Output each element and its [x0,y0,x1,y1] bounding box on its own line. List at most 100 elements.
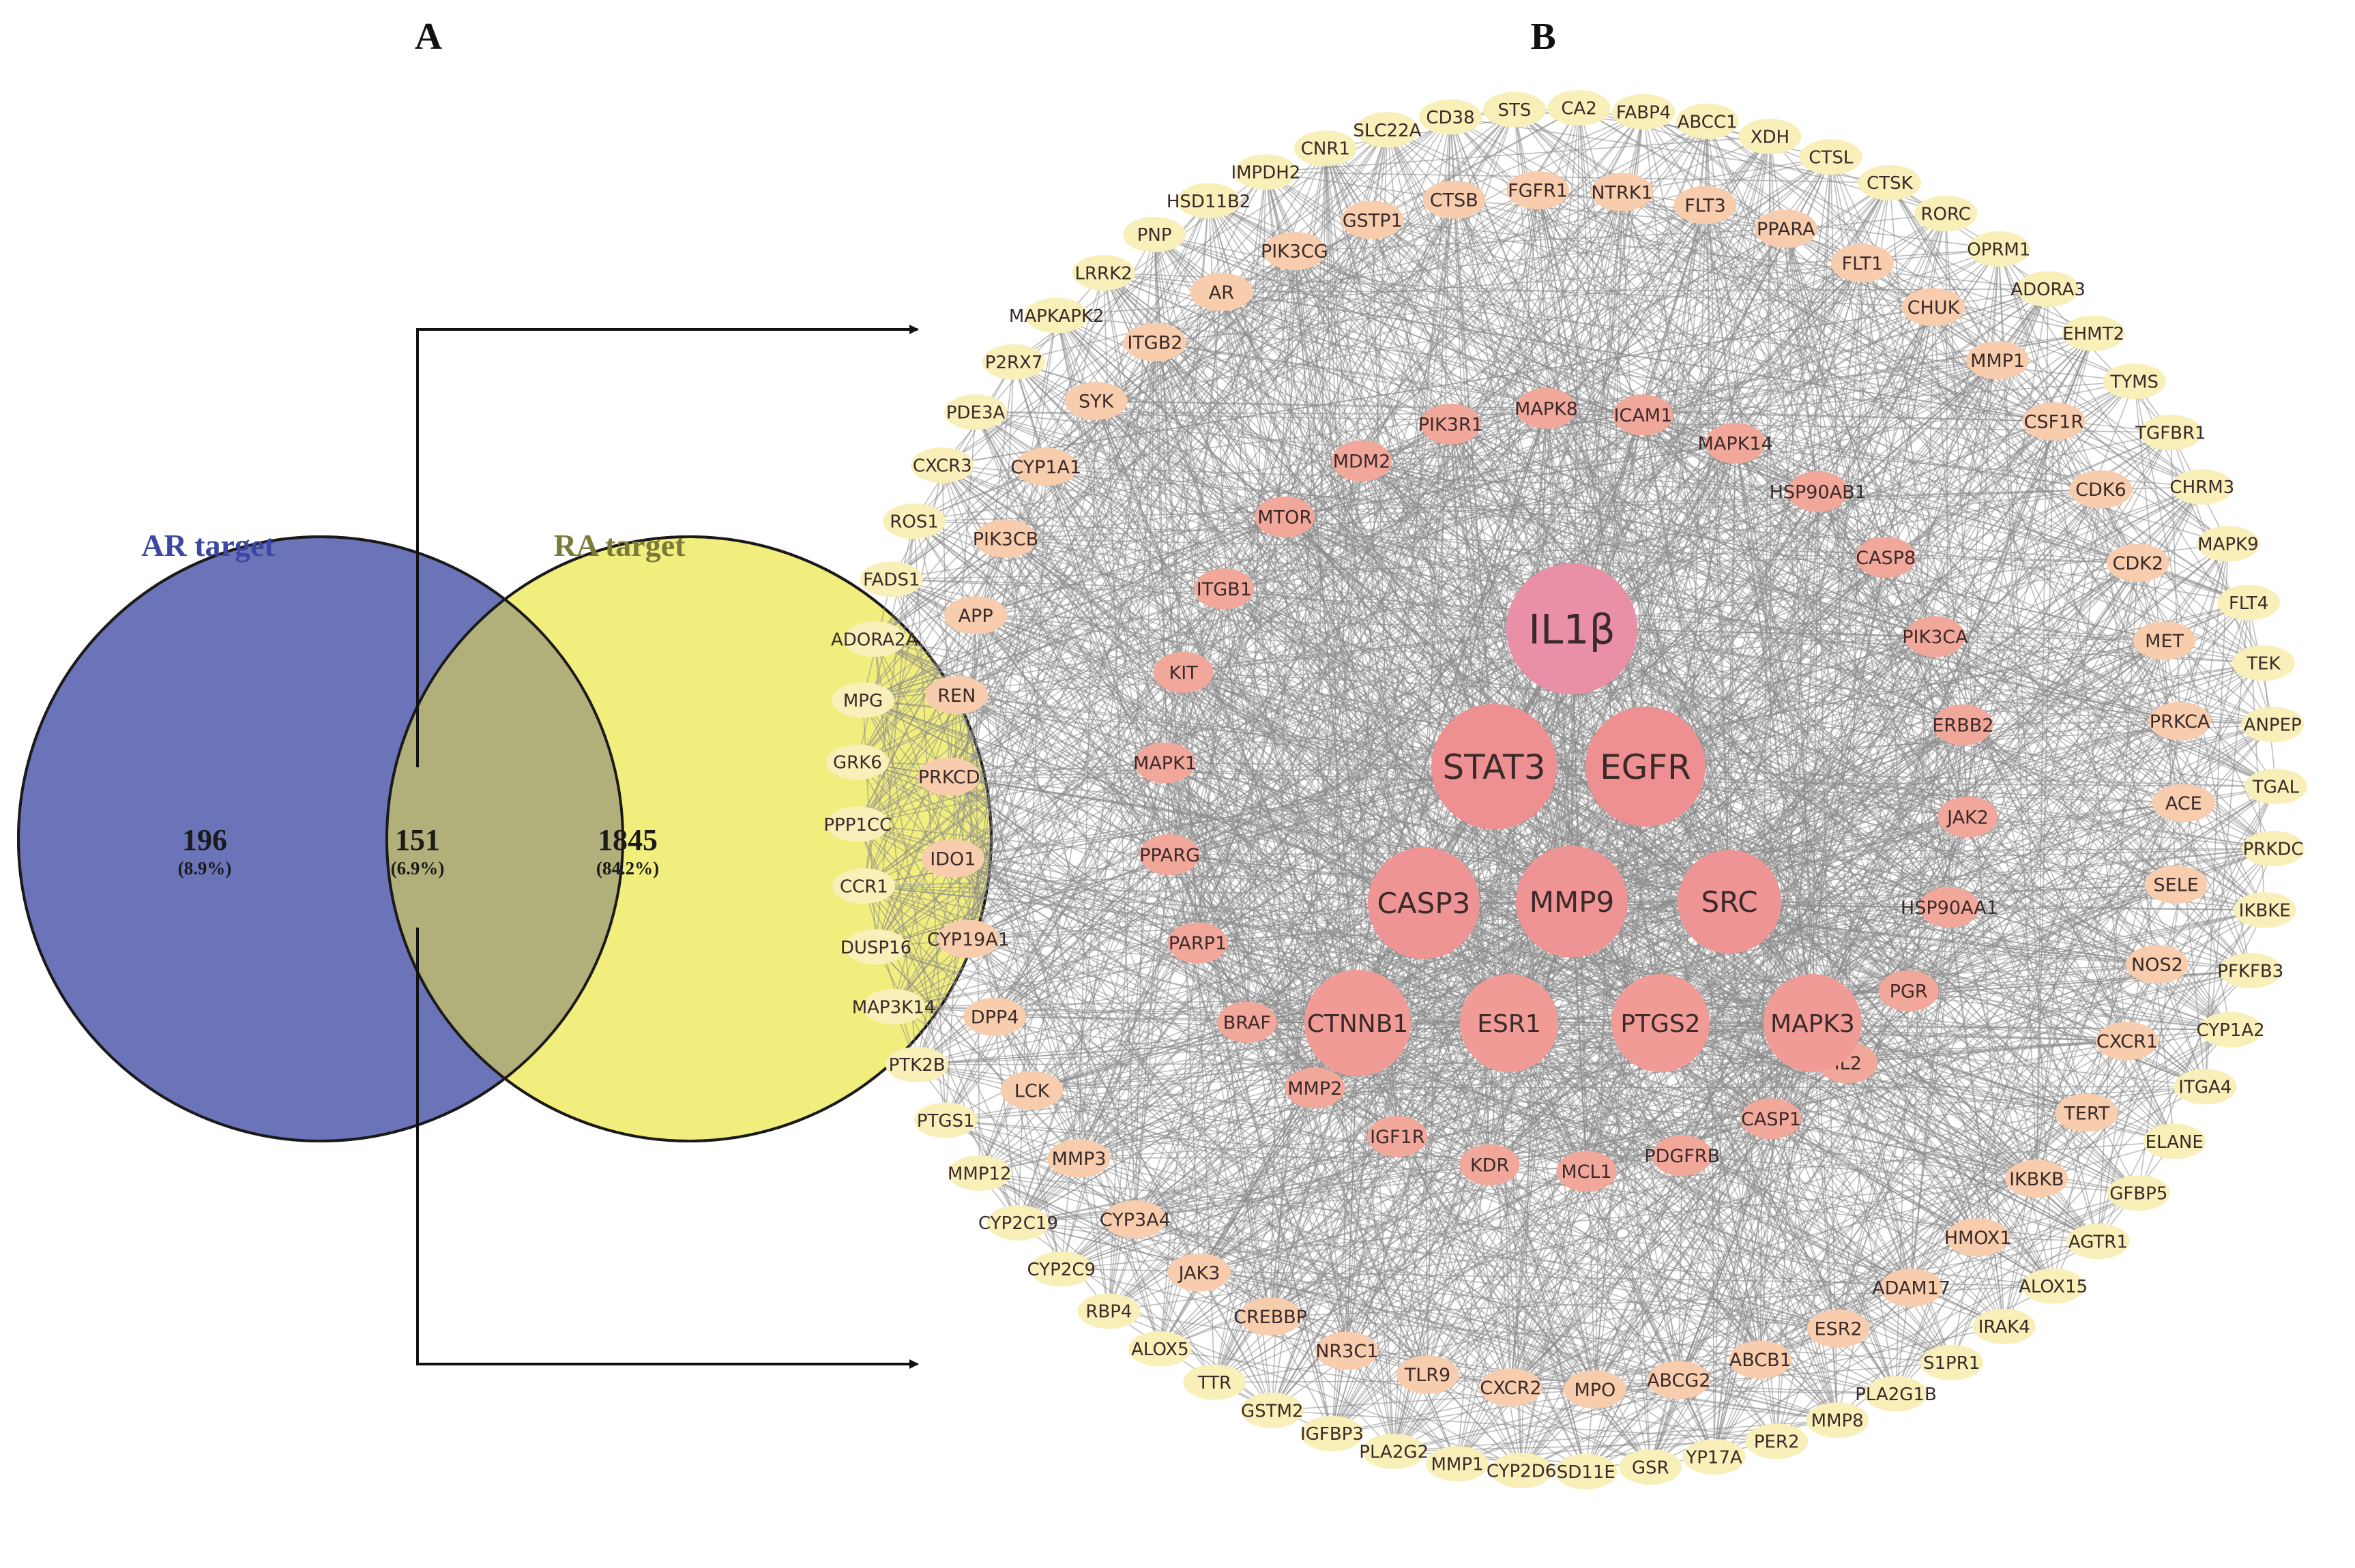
node-jak2: JAK2 [1937,796,1998,838]
node-label: CHUK [1907,297,1961,319]
node-label: ABCC1 [1678,112,1738,132]
node-circle [1153,651,1214,693]
node-app: APP [944,596,1008,635]
node-circle [2005,1159,2068,1198]
node-label: ADORA3 [2010,280,2086,300]
node-circle [1619,1449,1682,1485]
node-label: IRAK4 [1978,1317,2030,1337]
node-circle [944,394,1008,430]
node-ren: REN [925,676,989,715]
node-label: CSF1R [2024,412,2083,433]
node-label: JAK3 [1178,1262,1220,1284]
node-circle [2244,769,2307,805]
node-hsp90ab1: HSP90AB1 [1770,471,1867,512]
node-label: IGF1R [1370,1127,1424,1148]
node-mpo: MPO [1563,1370,1626,1409]
node-pik3cg: PIK3CG [1261,232,1328,270]
node-circle [1460,974,1558,1072]
node-circle [1431,704,1557,829]
node-flt4: FLT4 [2217,585,2281,621]
node-circle [1946,1218,2010,1257]
node-sts: STS [1483,91,1546,128]
node-circle [1422,180,1486,219]
node-circle [1516,387,1577,429]
node-circle [1611,974,1710,1072]
node-circle [1676,103,1739,139]
node-circle [1025,297,1088,334]
node-label: PLA2G1B [1855,1385,1937,1405]
node-label: CXCR1 [2096,1031,2158,1052]
node-abcb1: ABCB1 [1729,1340,1792,1379]
node-label: PIK3CB [973,529,1039,550]
node-ccr1: CCR1 [832,868,896,904]
node-label: CTSL [1809,148,1854,168]
node-label: CTSK [1867,173,1914,194]
node-label: YP17A [1685,1447,1742,1468]
node-circle [1856,537,1916,578]
node-label: OPRM1 [1967,240,2030,261]
panel-label-b: B [1530,16,1555,58]
node-lck: LCK [1000,1071,1064,1110]
node-egfr: EGFR [1585,707,1706,827]
node-label: SELE [2154,875,2199,896]
node-circle [1729,1340,1792,1379]
node-igfbp3: IGFBP3 [1300,1415,1364,1451]
node-label: MAPK3 [1770,1010,1855,1038]
node-chuk: CHUK [1902,288,1965,327]
node-circle [1356,112,1419,148]
node-circle [2055,1093,2118,1132]
node-circle [1878,970,1939,1011]
node-alox15: ALOX15 [2019,1268,2088,1304]
node-casp8: CASP8 [1856,537,1916,578]
node-label: MAP3K14 [852,997,936,1018]
node-anpep: ANPEP [2241,707,2305,743]
node-oprm1: OPRM1 [1967,231,2030,267]
node-met: MET [2133,621,2196,660]
node-ptk2b: PTK2B [886,1046,949,1082]
node-circle [921,839,984,878]
node-circle [2017,271,2080,307]
node-circle [1047,1139,1111,1178]
node-circle [1315,1331,1379,1370]
node-label: ITGB2 [1127,333,1182,354]
node-stat3: STAT3 [1431,704,1557,829]
node-label: STAT3 [1442,748,1545,787]
node-circle [2148,702,2212,741]
node-circle [1937,796,1998,838]
node-circle [1745,1423,1809,1460]
node-label: GFBP5 [2109,1184,2167,1204]
node-circle [2199,1011,2262,1048]
node-label: ITGB1 [1197,579,1252,600]
node-label: PTK2B [889,1055,946,1076]
node-ttr: TTR [1183,1364,1246,1400]
node-crebbp: CREBBP [1233,1297,1307,1336]
node-circle [1263,232,1326,270]
node-circle [1807,1310,1870,1348]
node-label: HSP90AB1 [1770,482,1867,503]
node-src: SRC [1678,850,1781,953]
node-circle [1426,1446,1489,1482]
node-cd38: CD38 [1419,99,1482,135]
node-mpg: MPG [832,682,894,718]
node-circle [1304,970,1411,1076]
node-hsp90aa1: HSP90AA1 [1901,887,1998,928]
node-circle [1123,323,1186,361]
node-circle [843,621,906,657]
node-circle [2143,1123,2206,1159]
node-label: HMOX1 [1944,1228,2012,1249]
node-erbb2: ERBB2 [1932,704,1993,745]
node-label: CYP2C9 [1027,1260,1096,1280]
node-circle [2062,315,2125,351]
node-nos2: NOS2 [2125,945,2189,983]
venn-count-overlap: 151 [395,823,440,857]
node-label: ADORA2A [831,630,918,650]
node-rbp4: RBP4 [1077,1293,1141,1329]
node-label: CTNNB1 [1307,1010,1409,1038]
node-label: ANPEP [2244,715,2302,736]
node-ctsl: CTSL [1799,139,1862,175]
node-abcc1: ABCC1 [1676,103,1739,139]
node-prkcd: PRKCD [918,757,981,796]
node-circle [1506,171,1570,209]
node-rorc: RORC [1914,196,1978,231]
node-dusp16: DUSP16 [840,929,911,965]
